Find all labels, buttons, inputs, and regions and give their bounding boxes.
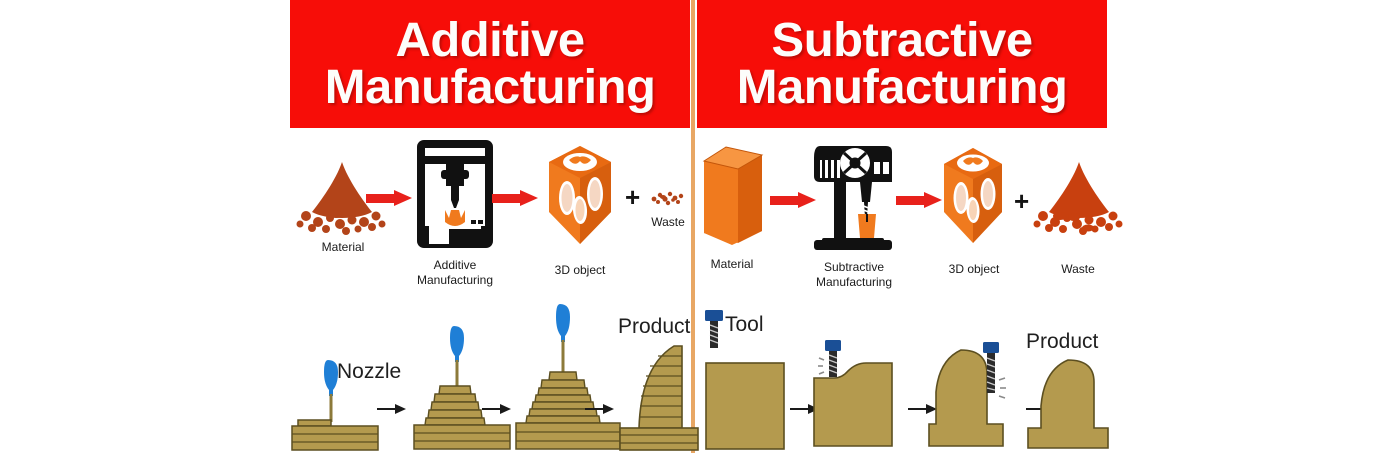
powder-pile-icon bbox=[296, 162, 386, 235]
center-divider bbox=[691, 0, 695, 453]
subtractive-object-label: 3D object bbox=[948, 262, 1000, 276]
subtractive-stage-1 bbox=[703, 360, 791, 453]
additive-stage-3 bbox=[512, 302, 627, 452]
subtractive-process-label: Subtractive Manufacturing bbox=[815, 260, 893, 289]
small-waste-granules-icon bbox=[651, 191, 684, 206]
lattice-prism-icon bbox=[549, 146, 611, 244]
additive-arrow-1 bbox=[366, 190, 412, 206]
3d-printer-icon bbox=[417, 140, 493, 248]
subtractive-stage-4-graphic bbox=[1027, 359, 1109, 449]
solid-block-icon bbox=[702, 146, 764, 245]
subtractive-stage-4 bbox=[1020, 352, 1120, 453]
subtractive-stage-2-graphic bbox=[813, 340, 893, 447]
lattice-prism-icon bbox=[944, 148, 1002, 243]
additive-banner: Additive Manufacturing bbox=[290, 0, 690, 128]
additive-printer-icon-wrap bbox=[415, 138, 495, 250]
subtractive-material-icon-wrap bbox=[700, 143, 766, 251]
subtractive-stage-3-graphic bbox=[928, 342, 1006, 447]
subtractive-stage-2 bbox=[808, 338, 900, 453]
large-waste-pile-icon bbox=[1033, 162, 1123, 235]
additive-plus-symbol: + bbox=[625, 182, 641, 212]
additive-title: Additive Manufacturing bbox=[324, 13, 656, 114]
additive-stage-4 bbox=[608, 340, 704, 453]
subtractive-arrow-1 bbox=[770, 192, 816, 208]
additive-object-icon-wrap bbox=[541, 140, 619, 250]
additive-waste-label: Waste bbox=[651, 215, 685, 229]
subtractive-waste-label: Waste bbox=[1061, 262, 1095, 276]
additive-stage-2 bbox=[410, 324, 520, 452]
subtractive-stage-3 bbox=[925, 340, 1021, 453]
subtractive-tool-label: Tool bbox=[725, 313, 764, 336]
subtractive-stage-1-graphic bbox=[705, 362, 785, 450]
subtractive-bottom-arrow-2 bbox=[908, 404, 938, 414]
additive-material-label: Material bbox=[321, 240, 365, 254]
additive-product-label: Product bbox=[618, 315, 691, 338]
additive-stage-3-graphic bbox=[515, 304, 621, 450]
drill-tool-icon bbox=[705, 310, 723, 348]
subtractive-product-label: Product bbox=[1026, 330, 1099, 353]
subtractive-waste-icon-wrap bbox=[1026, 158, 1132, 238]
additive-stage-1-graphic bbox=[291, 360, 379, 451]
additive-bottom-arrow-3 bbox=[585, 404, 615, 414]
additive-stage-1 bbox=[288, 358, 388, 453]
additive-arrow-2 bbox=[492, 190, 538, 206]
subtractive-machine-icon-wrap bbox=[808, 140, 900, 258]
additive-waste-icon-wrap bbox=[648, 186, 688, 210]
subtractive-title: Subtractive Manufacturing bbox=[736, 13, 1068, 114]
subtractive-tool-icon-wrap bbox=[703, 308, 725, 352]
subtractive-material-label: Material bbox=[710, 257, 754, 271]
subtractive-plus-symbol: + bbox=[1014, 186, 1030, 216]
additive-object-label: 3D object bbox=[554, 263, 606, 277]
additive-bottom-arrow-2 bbox=[482, 404, 512, 414]
additive-material-icon-wrap bbox=[288, 158, 396, 238]
subtractive-object-icon-wrap bbox=[937, 142, 1009, 248]
subtractive-banner: Subtractive Manufacturing bbox=[697, 0, 1107, 128]
additive-stage-4-graphic bbox=[619, 345, 699, 451]
additive-bottom-arrow-1 bbox=[377, 404, 407, 414]
additive-nozzle-label: Nozzle bbox=[337, 360, 402, 383]
subtractive-arrow-2 bbox=[896, 192, 942, 208]
drill-press-icon bbox=[814, 146, 892, 250]
additive-process-label: Additive Manufacturing bbox=[416, 258, 494, 287]
additive-stage-2-graphic bbox=[413, 326, 511, 450]
